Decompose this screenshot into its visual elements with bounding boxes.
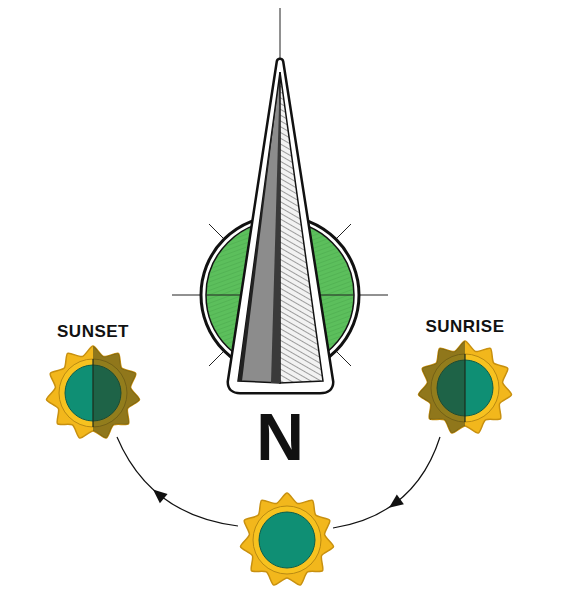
sun-node: SUNSET bbox=[43, 322, 143, 443]
path-arc bbox=[333, 437, 440, 528]
sun-icon bbox=[240, 493, 333, 585]
compass-needle bbox=[231, 62, 330, 390]
noon-sun bbox=[240, 493, 333, 585]
sun-node: SUNRISE bbox=[415, 317, 515, 438]
north-letter: N bbox=[256, 404, 304, 470]
arc-arrowhead bbox=[385, 495, 403, 513]
sun-divider bbox=[464, 354, 465, 422]
arc-arrowhead bbox=[149, 485, 167, 503]
sun-label: SUNRISE bbox=[415, 317, 515, 337]
sun-ring bbox=[253, 506, 321, 574]
sun-shade bbox=[93, 343, 143, 443]
sun-icon bbox=[415, 338, 512, 438]
path-arc bbox=[117, 437, 238, 526]
sun-icon bbox=[46, 343, 143, 443]
sun-divider bbox=[92, 359, 93, 427]
sun-label: SUNSET bbox=[43, 322, 143, 342]
sun-rays bbox=[240, 493, 333, 585]
sun-shade bbox=[415, 338, 465, 438]
north-line bbox=[280, 8, 281, 64]
sun-disc bbox=[259, 512, 315, 568]
